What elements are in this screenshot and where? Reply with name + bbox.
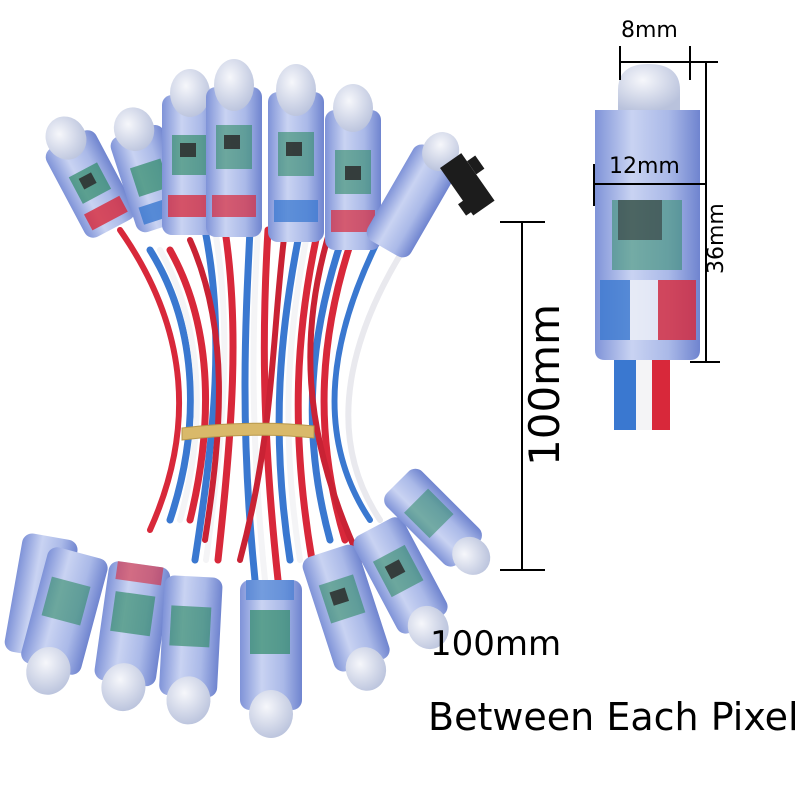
pixel-length-label: 36mm [704,203,729,274]
dimension-lines [500,46,720,571]
top-pixel-modules [45,59,495,258]
wire-length-vertical-label: 100mm [520,304,569,466]
pixel-spacing-caption: Between Each Pixel [428,695,799,739]
single-pixel-detail [595,64,700,430]
lens-diameter-label: 8mm [621,18,678,43]
pixel-spacing-value: 100mm [430,624,562,664]
wire-connector [440,153,495,216]
body-diameter-label: 12mm [609,154,680,179]
rubber-band [181,422,315,441]
bottom-pixel-modules [4,468,491,738]
